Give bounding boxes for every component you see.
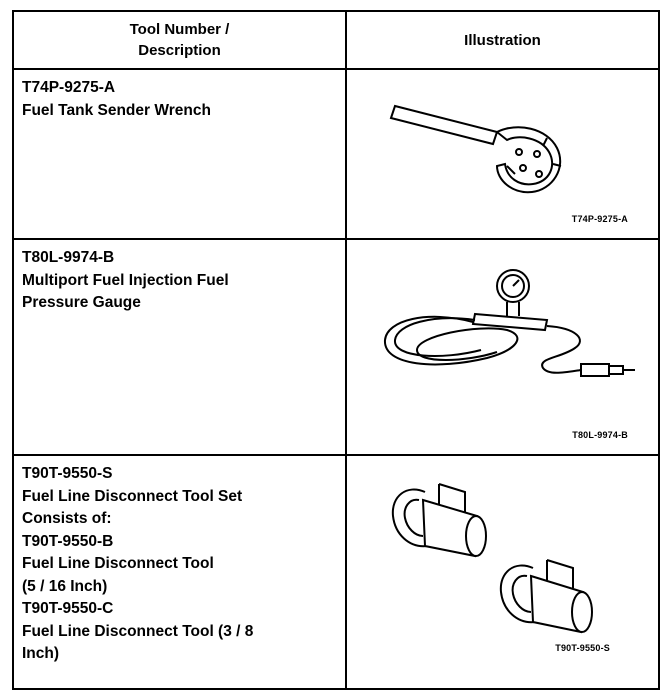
header-tool-number-line1: Tool Number / (129, 21, 230, 38)
tool-number: T80L-9974-B (22, 249, 115, 266)
tool-description: Pressure Gauge (22, 294, 141, 311)
header-tool-number: Tool Number / Description (12, 10, 347, 70)
tool-number: T90T-9550-C (22, 600, 114, 617)
tool-description-cell: T74P-9275-A Fuel Tank Sender Wrench (12, 68, 347, 240)
tool-description: Fuel Line Disconnect Tool (22, 555, 214, 572)
tool-number: T90T-9550-S (22, 465, 113, 482)
table-row: T80L-9974-B Multiport Fuel Injection Fue… (12, 238, 660, 456)
table-row: T74P-9275-A Fuel Tank Sender Wrench T74P… (12, 68, 660, 240)
table-row: T90T-9550-S Fuel Line Disconnect Tool Se… (12, 454, 660, 690)
tool-number: T90T-9550-B (22, 532, 114, 550)
tool-description: Fuel Tank Sender Wrench (22, 101, 211, 119)
fuel-line-disconnect-tools-icon (391, 483, 593, 634)
tool-description: Fuel Line Disconnect Tool (3 / 8 (22, 622, 254, 640)
illustration-caption: T90T-9550-S (555, 643, 610, 653)
fuel-pressure-gauge-icon (383, 269, 635, 377)
tool-table: Tool Number / Description Illustration T… (12, 10, 660, 690)
tool-description: Inch) (22, 645, 60, 662)
tool-number: T74P-9275-A (22, 79, 116, 96)
fuel-tank-sender-wrench-icon (389, 104, 562, 194)
header-illustration: Illustration (345, 10, 660, 70)
illustration-caption: T80L-9974-B (572, 430, 628, 440)
illustration-cell: T90T-9550-S (345, 454, 660, 690)
tool-description: (5 / 16 Inch) (22, 577, 108, 595)
illustration-cell: T80L-9974-B (345, 238, 660, 456)
header-tool-number-line2: Description (138, 42, 221, 59)
tool-description: Multiport Fuel Injection Fuel (22, 271, 229, 289)
tool-description: Consists of: (22, 510, 112, 527)
tool-description-cell: T90T-9550-S Fuel Line Disconnect Tool Se… (12, 454, 347, 690)
illustration-caption: T74P-9275-A (571, 214, 628, 224)
tool-description: Fuel Line Disconnect Tool Set (22, 487, 243, 505)
illustration-cell: T74P-9275-A (345, 68, 660, 240)
header-row: Tool Number / Description Illustration (12, 10, 660, 70)
tool-description-cell: T80L-9974-B Multiport Fuel Injection Fue… (12, 238, 347, 456)
